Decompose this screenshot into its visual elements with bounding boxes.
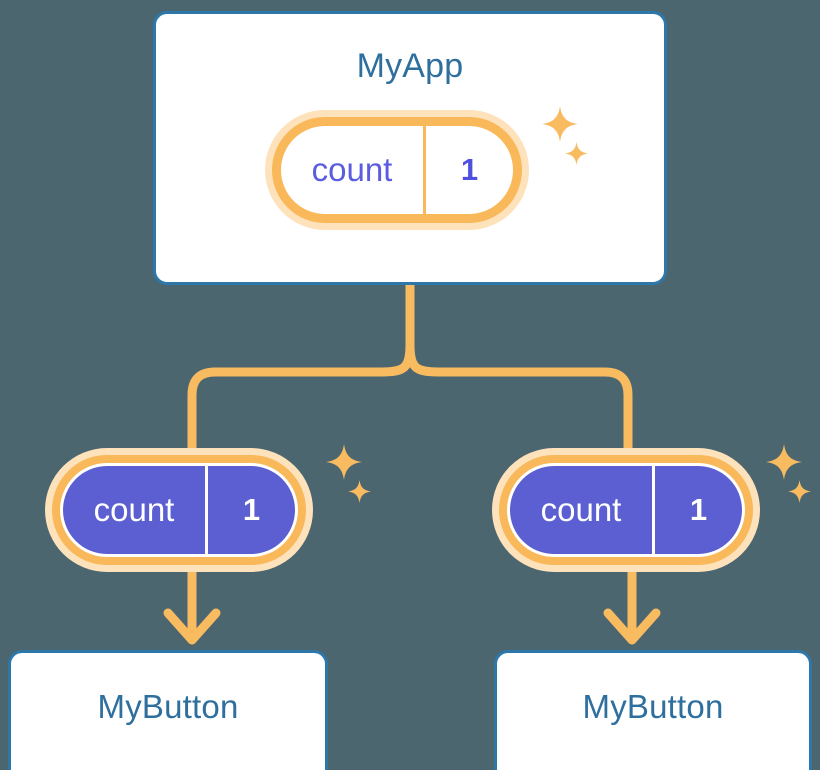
signal-key: count xyxy=(510,466,655,554)
button-card-title-left: MyButton xyxy=(97,688,239,725)
sparkle-small-icon xyxy=(565,142,588,165)
signal-value: 1 xyxy=(242,492,261,527)
button-card-title-right: MyButton xyxy=(582,688,724,725)
sparkle-small-icon xyxy=(348,480,371,503)
count-signal-root[interactable]: count 1 xyxy=(265,110,529,230)
signal-value: 1 xyxy=(689,492,708,527)
right-arrow-head-icon xyxy=(603,608,661,645)
page-title: MyApp xyxy=(356,47,464,85)
signal-gap: count 1 xyxy=(507,463,745,557)
signal-gap: count 1 xyxy=(281,126,513,214)
signal-value: 1 xyxy=(460,152,479,187)
signal-halo: count 1 xyxy=(45,448,313,572)
signal-halo: count 1 xyxy=(492,448,760,572)
sparkle-small-icon xyxy=(788,480,811,503)
signal-body: count 1 xyxy=(63,466,295,554)
signal-body: count 1 xyxy=(510,466,742,554)
signal-body: count 1 xyxy=(281,126,513,214)
signal-gap: count 1 xyxy=(60,463,298,557)
signal-key: count xyxy=(63,466,208,554)
sparkle-large-icon xyxy=(766,444,802,480)
signal-halo: count 1 xyxy=(265,110,529,230)
signal-ring: count 1 xyxy=(272,117,522,223)
button-component-card-right[interactable]: MyButton xyxy=(494,650,812,770)
button-component-card-left[interactable]: MyButton xyxy=(8,650,328,770)
signal-ring: count 1 xyxy=(52,455,306,565)
count-signal-right[interactable]: count 1 xyxy=(492,448,760,572)
sparkle-large-icon xyxy=(542,106,578,142)
count-signal-left[interactable]: count 1 xyxy=(45,448,313,572)
left-arrow-head-icon xyxy=(163,608,221,645)
sparkle-large-icon xyxy=(326,444,362,480)
signal-ring: count 1 xyxy=(499,455,753,565)
signal-key: count xyxy=(281,126,426,214)
